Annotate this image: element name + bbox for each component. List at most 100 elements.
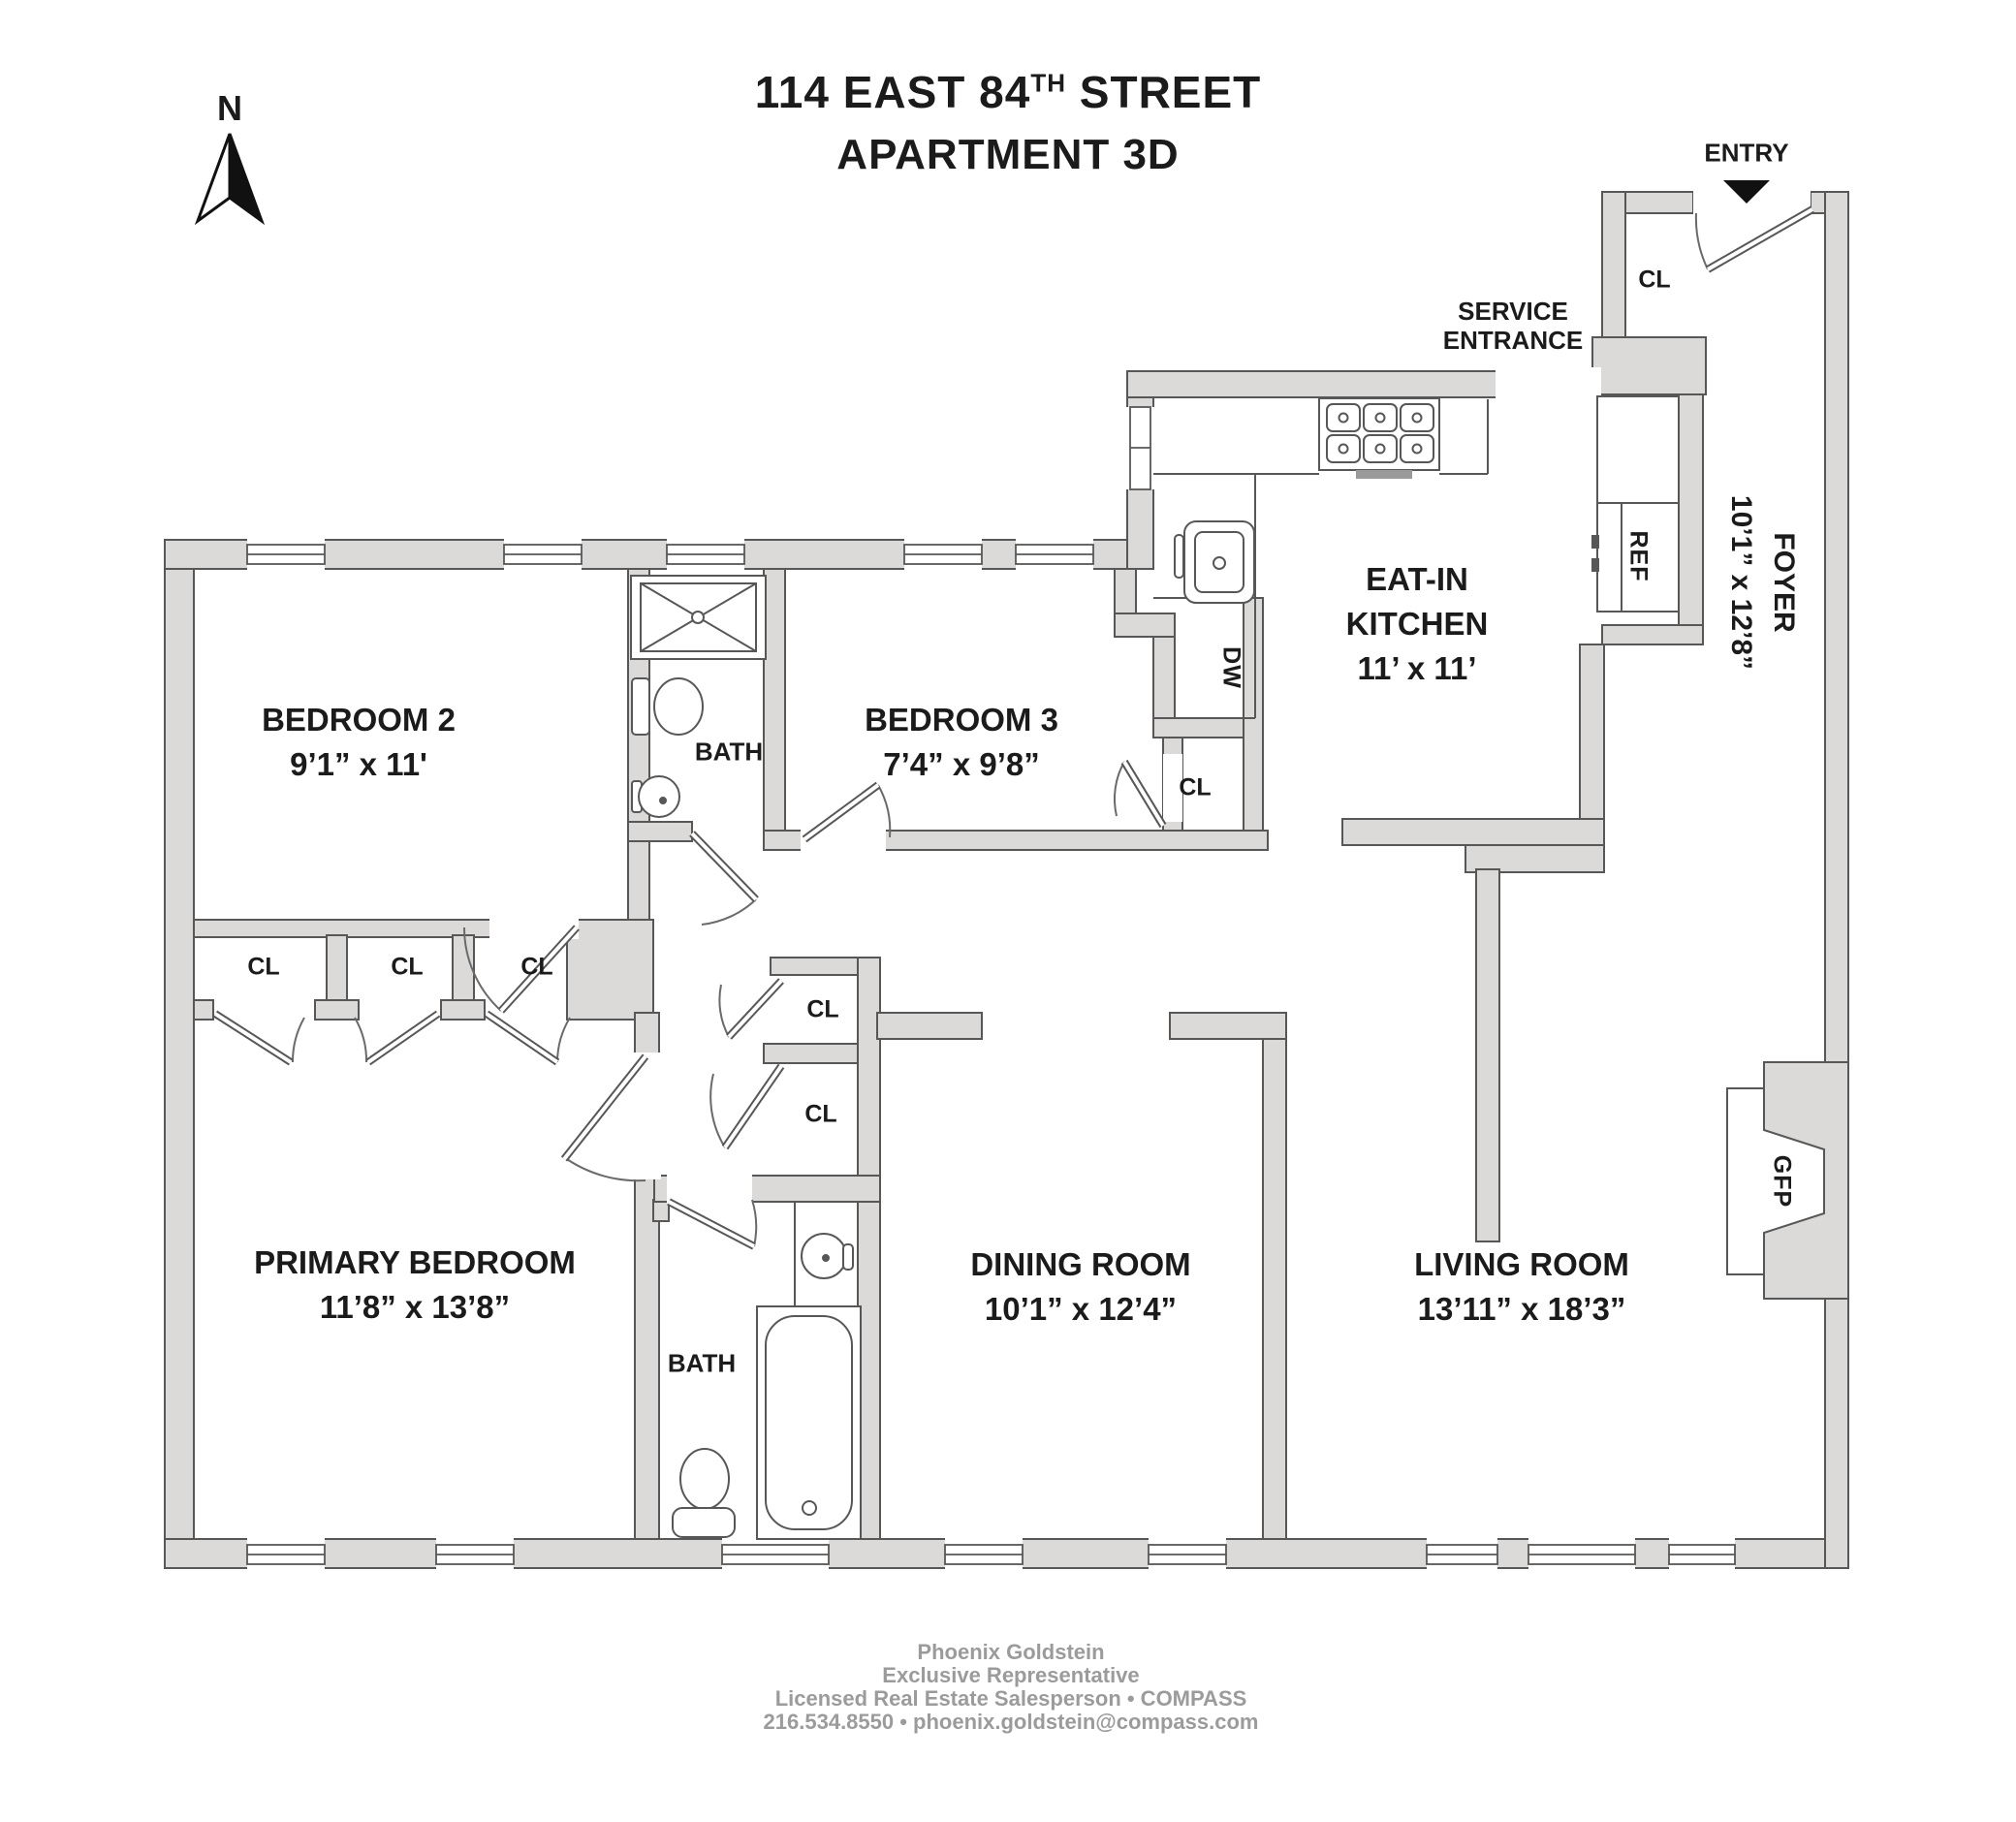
toilet-upper (631, 677, 704, 736)
closet-label-primary1: CL (247, 953, 280, 981)
window (666, 538, 745, 571)
footer-attribution: Phoenix Goldstein Exclusive Representati… (764, 1641, 1259, 1734)
footer-agent-name: Phoenix Goldstein (917, 1640, 1105, 1664)
north-label: N (217, 88, 242, 128)
wall-hallcloset-divider (763, 1043, 859, 1064)
wall-kitchen-bottom-step (1465, 844, 1605, 873)
shower-stall (630, 575, 767, 660)
closet-label-hall1: CL (806, 995, 839, 1023)
wall-kitchen-bottom (1341, 818, 1605, 846)
wall-below-ref (1601, 624, 1704, 645)
closet-label-primary2: CL (391, 953, 424, 981)
window (1668, 1537, 1736, 1570)
room-label-dining: DINING ROOM 10’1” x 12’4” (970, 1242, 1190, 1332)
wall-dining-living-divider (1262, 1038, 1287, 1540)
closet-label-bedroom3: CL (1179, 773, 1212, 801)
door-leaves (212, 205, 1814, 1250)
dining-dims: 10’1” x 12’4” (984, 1291, 1178, 1327)
bath-label-upper: BATH (694, 737, 764, 767)
fireplace-label: GFP (1768, 1154, 1796, 1209)
window (1015, 538, 1094, 571)
kitchen-dims: 11’ x 11’ (1357, 650, 1477, 686)
wall-hall-east (857, 957, 881, 1540)
bed3closet-door-opening (1163, 754, 1182, 822)
bedroom2-name: BEDROOM 2 (262, 702, 456, 738)
window (246, 1537, 326, 1570)
service-entrance-label: SERVICE ENTRANCE (1443, 297, 1583, 355)
room-label-foyer: FOYER 10’1” x 12’8” (1719, 495, 1805, 670)
wall-bedroom3-step (1114, 613, 1176, 638)
wall-kitchen-west (1243, 597, 1264, 833)
wall-stub2 (314, 999, 360, 1021)
bathtub (756, 1305, 862, 1540)
closet-label-primary3: CL (520, 953, 553, 981)
sink-lower (794, 1202, 854, 1308)
living-name: LIVING ROOM (1414, 1246, 1629, 1282)
foyer-name: FOYER (1768, 532, 1800, 633)
wall-closet-divider1 (326, 934, 348, 1001)
sink-upper (631, 775, 680, 818)
room-label-kitchen: EAT-IN KITCHEN 11’ x 11’ (1346, 557, 1489, 691)
bedroom2-door-opening (489, 918, 579, 939)
service-entrance-opening (1496, 367, 1601, 401)
bedroom3-name: BEDROOM 3 (865, 702, 1058, 738)
wall-bath1-south (627, 821, 693, 842)
room-label-living: LIVING ROOM 13’11” x 18’3” (1414, 1242, 1629, 1332)
room-label-primary: PRIMARY BEDROOM 11’8” x 13’8” (254, 1241, 576, 1330)
service-entrance-line2: ENTRANCE (1442, 326, 1584, 355)
room-label-bedroom3: BEDROOM 3 7’4” x 9’8” (865, 698, 1058, 787)
wall-primary-right-upper (634, 1012, 660, 1057)
window (721, 1537, 830, 1570)
window (435, 1537, 515, 1570)
wall-primary-right-lower (634, 1177, 660, 1540)
title-address-prefix: 114 EAST 84 (754, 67, 1031, 117)
window (1148, 1537, 1227, 1570)
window (903, 538, 983, 571)
wall-entry-closet-left (1601, 191, 1626, 340)
footer-role: Exclusive Representative (882, 1663, 1140, 1687)
footer-license: Licensed Real Estate Salesperson • COMPA… (774, 1686, 1247, 1711)
wall-right (1824, 191, 1849, 1569)
wall-foyer-west (1579, 644, 1605, 822)
wall-entry-closet-bottom (1591, 336, 1707, 395)
fixtures-group (630, 395, 1849, 1540)
wall-dining-top-left (876, 1012, 983, 1040)
stove (1318, 397, 1440, 479)
entry-arrow-icon (1723, 180, 1770, 204)
page-title: 114 EAST 84TH STREET (755, 66, 1262, 118)
wall-stub3 (440, 999, 486, 1021)
wall-left (164, 539, 195, 1569)
wall-primary-stub (652, 1199, 670, 1222)
window (1528, 1537, 1636, 1570)
window (944, 1537, 1024, 1570)
window (246, 538, 326, 571)
wall-hallcloset-top (770, 957, 859, 976)
wall-bedroom3-left (763, 568, 786, 833)
toilet-lower (672, 1448, 736, 1538)
footer-contact: 216.534.8550 • phoenix.goldstein@compass… (763, 1710, 1259, 1734)
doors-group (212, 205, 1814, 1250)
kitchen-name-line1: EAT-IN (1366, 561, 1468, 597)
living-dims: 13’11” x 18’3” (1417, 1291, 1626, 1327)
kitchen-sink (1174, 520, 1255, 604)
service-entrance-line1: SERVICE (1458, 297, 1568, 326)
dining-name: DINING ROOM (970, 1246, 1191, 1282)
closet-label-entry: CL (1638, 266, 1671, 294)
wall-closet3-block (566, 919, 654, 1021)
bedroom3-dims: 7’4” x 9’8” (883, 746, 1040, 782)
refrigerator-box (1591, 395, 1680, 613)
wall-bedroom3-east2 (1152, 636, 1176, 719)
room-label-bedroom2: BEDROOM 2 9’1” x 11' (262, 698, 456, 787)
refrigerator-label: REF (1624, 530, 1653, 582)
bath-label-lower: BATH (667, 1348, 737, 1378)
window (503, 538, 583, 571)
primary-name: PRIMARY BEDROOM (254, 1244, 576, 1280)
fireplace (1726, 1061, 1849, 1300)
title-address-sup: TH (1030, 68, 1067, 98)
entry-label: ENTRY (1704, 138, 1789, 168)
windows-group (246, 406, 1736, 1570)
bedroom2-dims: 9’1” x 11' (290, 746, 427, 782)
window (1123, 406, 1157, 490)
